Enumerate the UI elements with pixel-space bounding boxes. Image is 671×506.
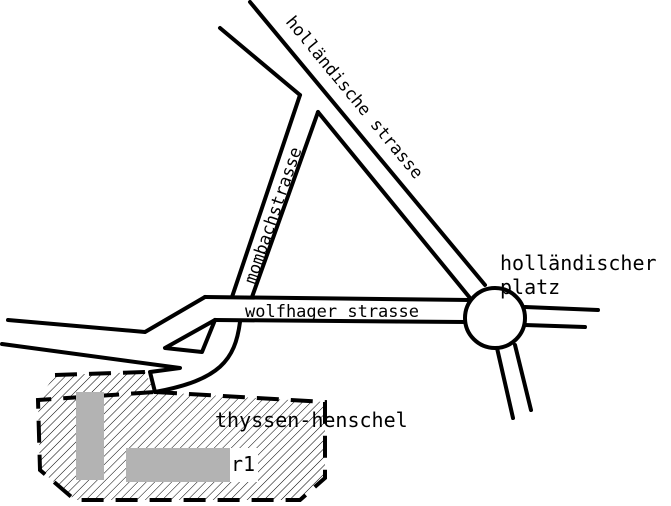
- mombachstrasse-label: mombachstrasse: [241, 145, 307, 287]
- wolfhager-strasse-road: [0, 295, 472, 394]
- hollaendischer-platz-label-line2: platz: [500, 275, 560, 299]
- building-r1-label: r1: [231, 452, 255, 476]
- hollaendischer-platz-label-line1: holländischer: [500, 251, 657, 275]
- mombachstrasse-road: [230, 93, 320, 299]
- roundabout-exits: [495, 305, 600, 420]
- thyssen-henschel-label: thyssen-henschel: [215, 408, 408, 432]
- wolfhager-strasse-label: wolfhager strasse: [245, 302, 419, 322]
- building-vertical: [76, 392, 104, 480]
- hollaendische-strasse-road: [218, 0, 487, 300]
- building-r1-label-bg: [230, 448, 258, 482]
